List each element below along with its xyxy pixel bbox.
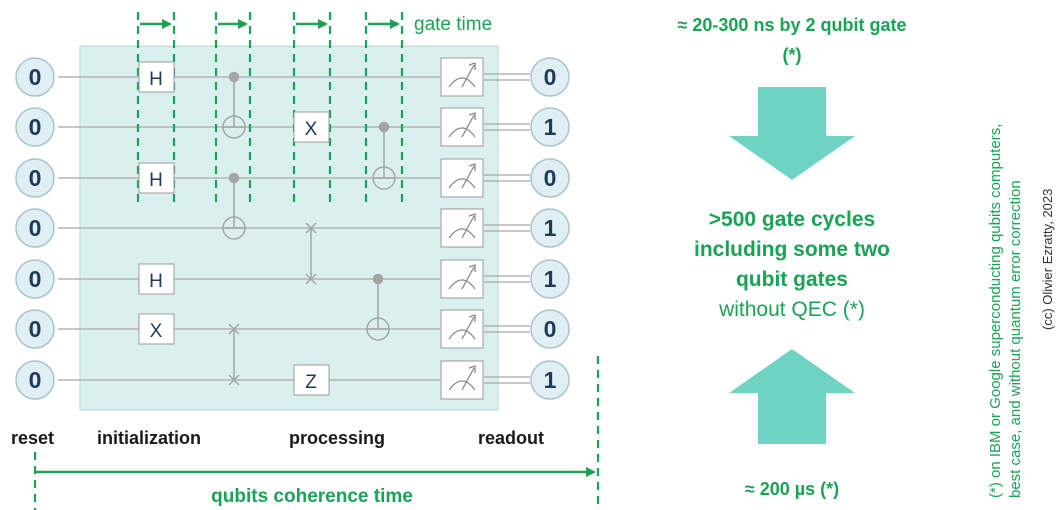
x-gate-q2: X <box>293 111 330 143</box>
initial-state-q3: 0 <box>15 158 55 198</box>
cnot-gate-3 <box>372 121 396 190</box>
h-gate-q1: H <box>138 61 175 93</box>
initial-state-q3-text: 0 <box>29 165 42 191</box>
h-gate-q5: H <box>138 263 175 295</box>
gate-time-label: gate time <box>414 14 492 35</box>
initial-state-q7: 0 <box>15 360 55 400</box>
readout-value-q6: 0 <box>530 309 570 349</box>
x-gate-q2-label: X <box>305 119 318 140</box>
cnot-gate-2 <box>222 172 246 240</box>
cnot-gate-4 <box>366 273 390 341</box>
initial-state-q2-circle <box>15 107 55 147</box>
cycles-line4: without QEC (*) <box>718 298 865 321</box>
readout-value-q7-circle <box>530 360 570 400</box>
cnot-gate-1 <box>222 71 246 139</box>
side-note-line2: best case, and without quantum error cor… <box>1007 180 1024 498</box>
cycles-line1: >500 gate cycles <box>709 208 875 231</box>
x-gate-q6-label: X <box>150 321 163 342</box>
gate-speed-line1: ≈ 20-300 ns by 2 qubit gate <box>678 15 907 35</box>
readout-value-q7: 1 <box>530 360 570 400</box>
credit-note: (cc) Olivier Ezratty, 2023 <box>1040 189 1055 330</box>
swap-gate-1 <box>305 222 317 285</box>
phase-label-processing: processing <box>289 428 385 448</box>
readout-value-q4-circle <box>530 208 570 248</box>
readout-value-q2-text: 1 <box>544 114 557 140</box>
phase-label-readout: readout <box>478 428 544 448</box>
readout-value-q4-text: 1 <box>544 215 557 241</box>
readout-value-q5: 1 <box>530 259 570 299</box>
initial-state-q5-text: 0 <box>29 266 42 292</box>
z-gate-q7: Z <box>293 364 330 396</box>
measurement-icon <box>440 158 484 198</box>
gate-time-markers <box>136 12 404 208</box>
readout-value-q3-circle <box>530 158 570 198</box>
measurement-icon <box>440 208 484 248</box>
readout-value-q1-text: 0 <box>544 64 557 90</box>
readout-value-q1-circle <box>530 57 570 97</box>
initial-state-q2: 0 <box>15 107 55 147</box>
initial-state-q7-circle <box>15 360 55 400</box>
readout-value-q7-text: 1 <box>544 367 557 393</box>
measurement-icon <box>440 309 484 349</box>
x-gate-q6: X <box>138 313 175 345</box>
readout-value-q2: 1 <box>530 107 570 147</box>
coherence-time-markers <box>33 356 600 510</box>
initial-state-q4-circle <box>15 208 55 248</box>
cycles-line2: including some two <box>694 238 890 261</box>
initial-state-q1-text: 0 <box>29 64 42 90</box>
initial-state-q7-text: 0 <box>29 367 42 393</box>
readout-value-q4: 1 <box>530 208 570 248</box>
initial-state-q4: 0 <box>15 208 55 248</box>
initial-states-column: 0 0 0 0 0 0 0 <box>15 57 55 400</box>
measurement-icon <box>440 259 484 299</box>
side-note-line1: (*) on IBM or Google superconducting qub… <box>987 124 1004 498</box>
initial-state-q2-text: 0 <box>29 114 42 140</box>
readout-value-q2-circle <box>530 107 570 147</box>
readout-value-q3: 0 <box>530 158 570 198</box>
up-arrow-shape <box>729 349 855 444</box>
initial-state-q3-circle <box>15 158 55 198</box>
initial-state-q5: 0 <box>15 259 55 299</box>
classical-wires <box>484 73 530 384</box>
readout-values-column: 0 1 0 1 1 0 1 <box>530 57 570 400</box>
measurement-icon <box>440 57 484 97</box>
cycles-line3: qubit gates <box>736 268 848 291</box>
initial-state-q6-text: 0 <box>29 316 42 342</box>
swap-gate-2 <box>228 323 240 386</box>
readout-value-q5-circle <box>530 259 570 299</box>
measurement-column <box>440 57 484 400</box>
measurement-icon <box>440 107 484 147</box>
readout-value-q5-text: 1 <box>544 266 557 292</box>
gate-speed-line2: (*) <box>783 45 802 65</box>
readout-value-q6-circle <box>530 309 570 349</box>
initial-state-q1: 0 <box>15 57 55 97</box>
initial-state-q6-circle <box>15 309 55 349</box>
h-gate-q3-label: H <box>149 170 163 191</box>
h-gate-q5-label: H <box>149 271 163 292</box>
z-gate-q7-label: Z <box>305 372 317 393</box>
coherence-value: ≈ 200 µs (*) <box>745 479 839 499</box>
down-arrow-shape <box>729 87 855 180</box>
phase-label-reset: reset <box>11 428 54 448</box>
readout-value-q6-text: 0 <box>544 316 557 342</box>
h-gate-q1-label: H <box>149 69 163 90</box>
readout-value-q1: 0 <box>530 57 570 97</box>
phase-label-initialization: initialization <box>97 428 201 448</box>
readout-value-q3-text: 0 <box>544 165 557 191</box>
h-gate-q3: H <box>138 162 175 194</box>
initial-state-q4-text: 0 <box>29 215 42 241</box>
initial-state-q5-circle <box>15 259 55 299</box>
measurement-icon <box>440 360 484 400</box>
coherence-time-label: qubits coherence time <box>211 486 413 507</box>
initial-state-q6: 0 <box>15 309 55 349</box>
initial-state-q1-circle <box>15 57 55 97</box>
